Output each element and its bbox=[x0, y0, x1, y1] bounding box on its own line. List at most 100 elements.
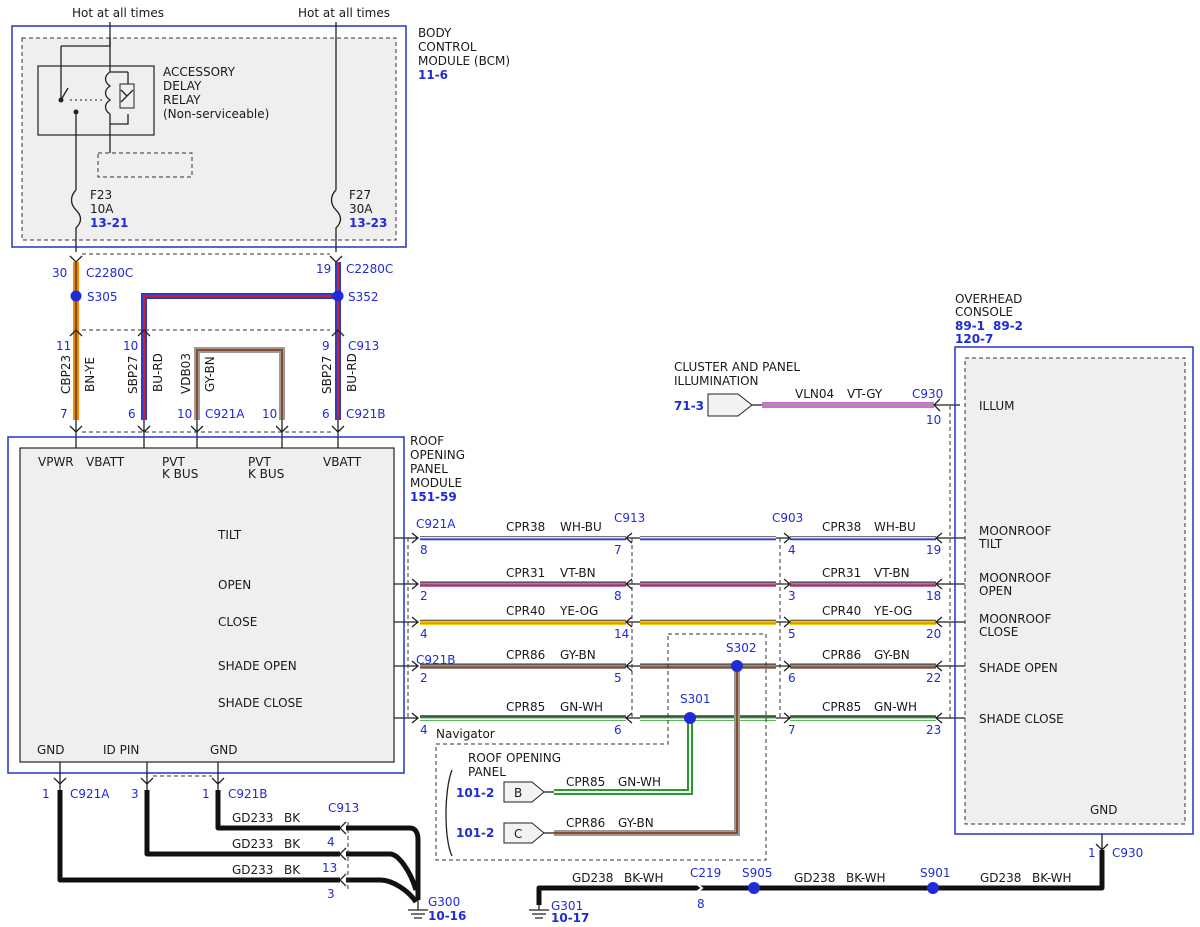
wire-color-label: WH-BU bbox=[874, 520, 916, 534]
gd238-bk-wh-1: BK-WH bbox=[624, 871, 664, 885]
c913-bottom-chevrons bbox=[339, 821, 347, 887]
c913-label-bottom: C913 bbox=[328, 801, 359, 815]
ropm-ref[interactable]: 151-59 bbox=[410, 490, 457, 504]
pin-6b: 6 bbox=[322, 407, 330, 421]
pin-c913: 14 bbox=[614, 627, 629, 641]
overhead-title-2: CONSOLE bbox=[955, 305, 1013, 319]
overhead-ref-1[interactable]: 89-1 bbox=[955, 319, 985, 333]
g300-ref[interactable]: 10-16 bbox=[428, 909, 466, 923]
ropm-signal-shade-close: SHADE CLOSE bbox=[218, 696, 303, 710]
wire-gd233-1 bbox=[215, 790, 340, 831]
wire-gd238 bbox=[536, 850, 1105, 905]
wire-sbp27b-label: SBP27 bbox=[320, 356, 334, 394]
chevron-c930 bbox=[934, 532, 965, 544]
relay-label-1: ACCESSORY bbox=[163, 65, 236, 79]
wire-color-label: YE-OG bbox=[559, 604, 598, 618]
wire-circuit-label: CPR31 bbox=[506, 566, 545, 580]
splice-s305-label: S305 bbox=[87, 290, 118, 304]
relay-label-3: RELAY bbox=[163, 93, 201, 107]
wire-gd233-3 bbox=[57, 790, 340, 883]
overhead-ref-2[interactable]: 89-2 bbox=[993, 319, 1023, 333]
navigator-label: Navigator bbox=[436, 727, 495, 741]
c921-upper-chevrons bbox=[69, 420, 345, 448]
pin-left: 4 bbox=[420, 723, 428, 737]
wire-circuit-label: CPR38 bbox=[506, 520, 545, 534]
wire-s301-branch bbox=[554, 718, 693, 795]
pin-overhead: 22 bbox=[926, 671, 941, 685]
fuse-f23-icon bbox=[70, 189, 82, 252]
gd233-3: GD233 bbox=[232, 863, 273, 877]
overhead-tilt-2: TILT bbox=[978, 537, 1003, 551]
splice-s901 bbox=[927, 882, 939, 894]
roof-panel-ref-b[interactable]: 101-2 bbox=[456, 786, 494, 800]
wire-gd233-bundle bbox=[346, 825, 421, 904]
pin-c903: 3 bbox=[788, 589, 796, 603]
pin-left: 4 bbox=[420, 627, 428, 641]
chevron-c903 bbox=[776, 660, 792, 672]
c2280c-chevron-right bbox=[329, 255, 343, 263]
wire-circuit-label: CPR40 bbox=[822, 604, 861, 618]
roof-wire-c-circuit: CPR86 bbox=[566, 816, 605, 830]
chevron-c913 bbox=[624, 532, 640, 544]
ropm-signal-shade-open: SHADE OPEN bbox=[218, 659, 297, 673]
fuse-f23-rating: 10A bbox=[90, 202, 114, 216]
chevron-c913 bbox=[624, 660, 640, 672]
c219-pin: 8 bbox=[697, 897, 705, 911]
chevron-c913 bbox=[624, 616, 640, 628]
wire-circuit-label: CPR86 bbox=[506, 648, 545, 662]
overhead-close-2: CLOSE bbox=[979, 625, 1018, 639]
ropm-signal-tilt: TILT bbox=[217, 528, 242, 542]
g301-label: G301 bbox=[551, 899, 583, 913]
pin-1b-bottom: 1 bbox=[202, 787, 210, 801]
roof-panel-ref-c[interactable]: 101-2 bbox=[456, 826, 494, 840]
wire-circuit-label: CPR86 bbox=[822, 648, 861, 662]
wire-color-label: WH-BU bbox=[560, 520, 602, 534]
fuse-f23-ref[interactable]: 13-21 bbox=[90, 216, 128, 230]
ropm-pin-pvt-2: PVT bbox=[248, 455, 271, 469]
illum-connector-label: C930 bbox=[912, 387, 943, 401]
splice-s352-label: S352 bbox=[348, 290, 379, 304]
c219-chevron bbox=[693, 881, 704, 895]
overhead-tilt-1: MOONROOF bbox=[979, 524, 1051, 538]
chevron-ropm bbox=[394, 660, 420, 672]
gd233-bk-2: BK bbox=[284, 837, 301, 851]
roof-wire-b-color: GN-WH bbox=[618, 775, 661, 789]
pin-10a: 10 bbox=[123, 339, 138, 353]
c913-label-upper: C913 bbox=[348, 339, 379, 353]
c913-chevron-1 bbox=[69, 329, 83, 337]
overhead-inner bbox=[964, 357, 1186, 825]
wire-s302-branch bbox=[554, 666, 740, 836]
wire-sbp27a-label: SBP27 bbox=[126, 356, 140, 394]
ropm-pin-gnd-1: GND bbox=[37, 743, 65, 757]
ropm-pin-vpwr: VPWR bbox=[38, 455, 74, 469]
c930-gnd-chevron bbox=[1095, 834, 1109, 851]
gd233-2: GD233 bbox=[232, 837, 273, 851]
chevron-c903 bbox=[776, 712, 792, 724]
wire-bu-rd-b-label: BU-RD bbox=[345, 353, 359, 392]
fuse-f27-icon bbox=[330, 189, 342, 252]
ropm-pin-vbatt-1: VBATT bbox=[86, 455, 125, 469]
ropm-pin-id: ID PIN bbox=[103, 743, 139, 757]
overhead-ref-3[interactable]: 120-7 bbox=[955, 332, 993, 346]
g301-ref[interactable]: 10-17 bbox=[551, 911, 589, 925]
illum-ref[interactable]: 71-3 bbox=[674, 399, 704, 413]
bcm-ref[interactable]: 11-6 bbox=[418, 68, 448, 82]
wire-bn-ye-label: BN-YE bbox=[83, 357, 97, 392]
illum-wire-color: VT-GY bbox=[847, 387, 883, 401]
connector-c-shape bbox=[503, 822, 545, 844]
fuse-f23-name: F23 bbox=[90, 188, 112, 202]
wire-cbp23-label: CBP23 bbox=[59, 355, 73, 394]
pin-overhead: 20 bbox=[926, 627, 941, 641]
pin-6a: 6 bbox=[128, 407, 136, 421]
gd238-3: GD238 bbox=[980, 871, 1021, 885]
pin-overhead: 19 bbox=[926, 543, 941, 557]
chevron-ropm bbox=[394, 578, 420, 590]
chevron-ropm bbox=[394, 616, 420, 628]
gd238-bk-wh-2: BK-WH bbox=[846, 871, 886, 885]
chevron-ropm bbox=[394, 532, 420, 544]
ropm-title-2: OPENING bbox=[410, 448, 465, 462]
fuse-f27-ref[interactable]: 13-23 bbox=[349, 216, 387, 230]
c913-pin-4: 4 bbox=[327, 835, 335, 849]
